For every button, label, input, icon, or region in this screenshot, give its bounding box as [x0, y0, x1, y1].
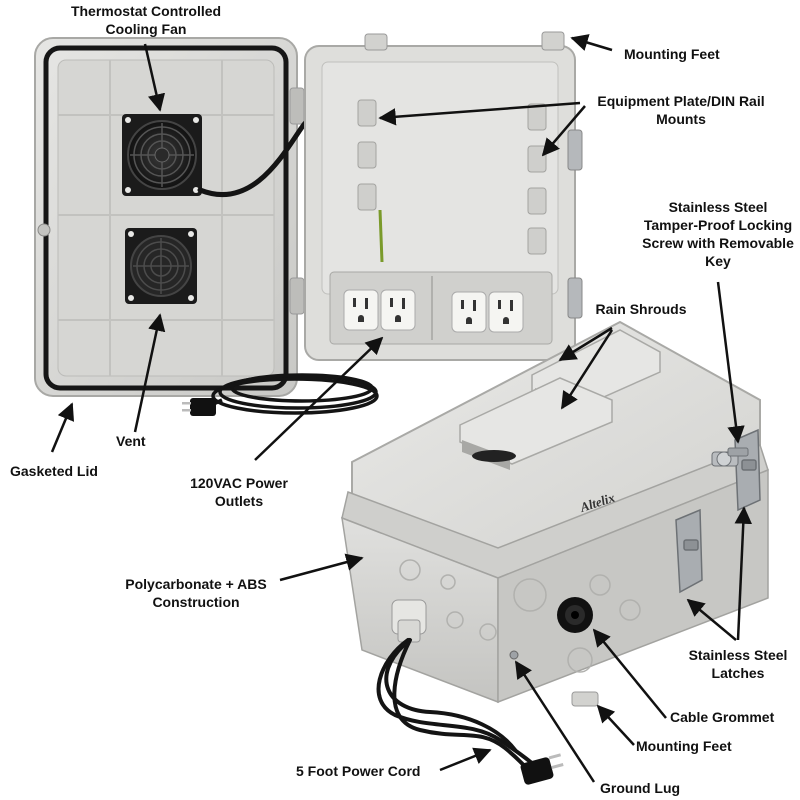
label-locking-screw-line4: Key: [705, 253, 731, 269]
label-ground-lug-text: Ground Lug: [600, 780, 681, 796]
locking-screw-key-icon: [711, 447, 749, 467]
mounting-foot-top-left: [364, 33, 388, 51]
power-cord-lower: [376, 638, 542, 774]
cable-grommet-icon: [557, 597, 593, 633]
label-gasketed-lid: Gasketed Lid: [10, 462, 98, 480]
label-locking-screw: Stainless Steel Tamper-Proof Locking Scr…: [636, 198, 800, 270]
label-construction-line1: Polycarbonate + ABS: [125, 576, 267, 592]
lid-hinge-bottom: [289, 277, 305, 315]
label-construction-line2: Construction: [152, 594, 240, 610]
label-cooling-fan: Thermostat Controlled Cooling Fan: [58, 2, 234, 38]
label-latches-line1: Stainless Steel: [688, 647, 788, 663]
cooling-fan-icon: [122, 114, 202, 196]
power-cord-coil-upper: [204, 373, 379, 415]
label-power-outlets: 120VAC Power Outlets: [176, 474, 302, 510]
label-cooling-fan-line1: Thermostat Controlled: [70, 3, 222, 19]
label-vent-text: Vent: [116, 433, 146, 449]
label-latches-line2: Latches: [711, 665, 765, 681]
label-power-cord-text: 5 Foot Power Cord: [296, 763, 421, 779]
ground-lug-icon: [509, 650, 519, 660]
open-lid: [34, 37, 383, 397]
power-plug-lower: [520, 753, 564, 785]
label-latches: Stainless Steel Latches: [680, 646, 796, 682]
label-power-outlets-line2: Outlets: [214, 493, 264, 509]
label-equipment-plate-line1: Equipment Plate/DIN Rail: [597, 93, 765, 109]
lid-gasket: [43, 45, 289, 391]
label-locking-screw-line3: Screw with Removable: [642, 235, 794, 251]
label-vent: Vent: [116, 432, 146, 450]
label-ground-lug: Ground Lug: [600, 779, 680, 797]
label-rain-shrouds: Rain Shrouds: [586, 300, 696, 318]
din-rail-mounts: [357, 99, 547, 255]
label-equipment-plate-line2: Mounts: [656, 111, 706, 127]
power-plug-upper: [182, 398, 216, 416]
label-cooling-fan-line2: Cooling Fan: [105, 21, 187, 37]
vent-icon: [125, 228, 197, 304]
mounting-foot-bottom: [571, 691, 599, 707]
label-mounting-feet-bottom: Mounting Feet: [636, 737, 732, 755]
label-cable-grommet: Cable Grommet: [670, 708, 774, 726]
cord-gland: [391, 599, 427, 643]
label-construction: Polycarbonate + ABS Construction: [112, 575, 280, 611]
label-mounting-feet-top-text: Mounting Feet: [624, 46, 720, 62]
label-mounting-feet-top: Mounting Feet: [624, 45, 720, 63]
label-power-cord: 5 Foot Power Cord: [296, 762, 420, 780]
callout-arrows: [50, 34, 753, 783]
mounting-foot-top-right: [541, 31, 565, 51]
power-outlets-icon: [343, 289, 524, 333]
lid-hinge-top: [289, 87, 305, 125]
label-cable-grommet-text: Cable Grommet: [670, 709, 775, 725]
open-enclosure-body: [304, 31, 583, 361]
label-power-outlets-line1: 120VAC Power: [190, 475, 288, 491]
label-mounting-feet-bottom-text: Mounting Feet: [636, 738, 732, 754]
closed-enclosure: Altelix: [341, 320, 769, 707]
label-rain-shrouds-text: Rain Shrouds: [595, 301, 687, 317]
label-locking-screw-line1: Stainless Steel: [668, 199, 768, 215]
label-equipment-plate: Equipment Plate/DIN Rail Mounts: [582, 92, 780, 128]
label-locking-screw-line2: Tamper-Proof Locking: [643, 217, 793, 233]
label-gasketed-lid-text: Gasketed Lid: [10, 463, 98, 479]
